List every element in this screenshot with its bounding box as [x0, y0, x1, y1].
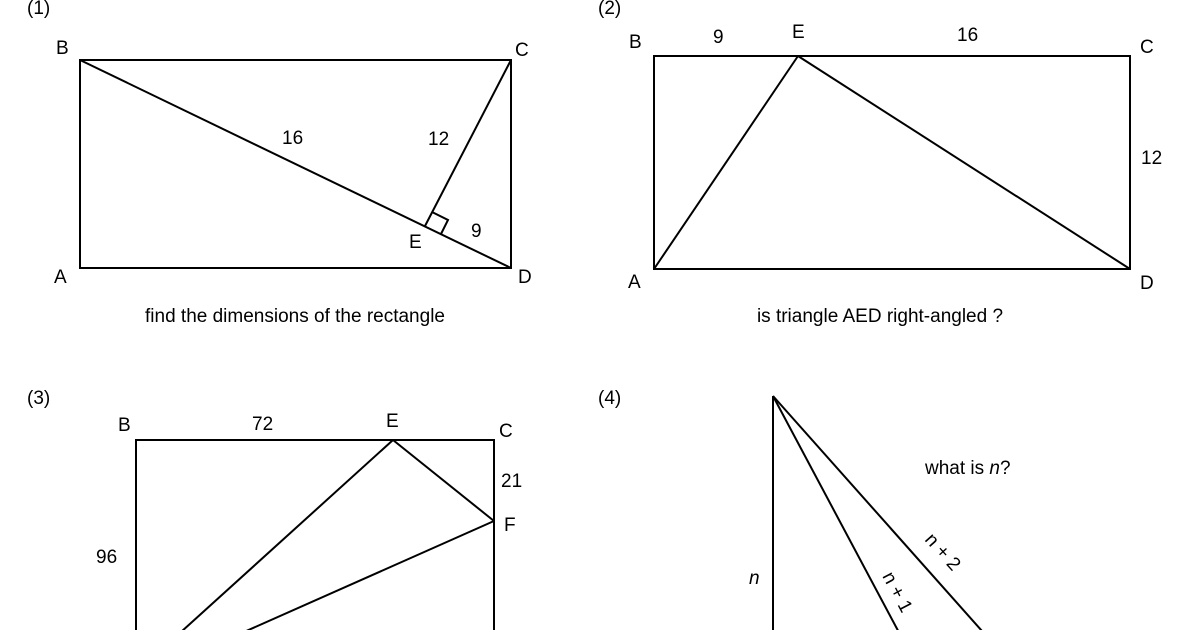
label-c: C: [515, 40, 529, 61]
label-e: E: [409, 232, 422, 253]
label-f: F: [504, 515, 516, 536]
diagonal-bd: [79, 59, 512, 269]
label-d: D: [518, 267, 532, 288]
rectangle-abcd: [79, 59, 512, 269]
segment-ef: [392, 439, 495, 522]
caption: find the dimensions of the rectangle: [145, 306, 445, 327]
label-c: C: [499, 421, 513, 442]
length-ed: 9: [471, 221, 482, 242]
length-middle: n + 1: [878, 568, 917, 616]
middle-hypotenuse: [772, 395, 899, 630]
segment-e-fold: [181, 439, 394, 630]
length-be: 16: [282, 128, 303, 149]
length-ec: 16: [957, 25, 978, 46]
question: what is n?: [924, 458, 1011, 479]
rectangle-outline: [135, 439, 495, 630]
label-b: B: [629, 32, 642, 53]
problem-number: (1): [27, 0, 50, 19]
length-be: 9: [713, 27, 724, 48]
label-c: C: [1140, 37, 1154, 58]
label-b: B: [56, 38, 69, 59]
label-e: E: [792, 22, 805, 43]
right-angle-mark: [431, 211, 450, 235]
problem-3: (3) B 72 E C 21 F 96: [27, 388, 522, 630]
length-cd: 12: [1141, 148, 1162, 169]
label-a: A: [628, 272, 641, 293]
problem-2: (2) B 9 E 16 C 12 A D is triangle AED ri…: [598, 0, 1162, 327]
length-vertical: n: [749, 568, 760, 589]
problem-number: (2): [598, 0, 621, 19]
length-ce: 12: [428, 129, 449, 150]
rectangle-abcd: [653, 55, 1131, 270]
caption: is triangle AED right-angled ?: [757, 306, 1003, 327]
segment-ce: [424, 59, 512, 227]
segment-f-fold: [246, 520, 495, 630]
length-be: 72: [252, 414, 273, 435]
length-ab: 96: [96, 547, 117, 568]
label-a: A: [54, 267, 67, 288]
label-d: D: [1140, 273, 1154, 294]
problem-4: (4) what is n? n n + 1 n + 2: [598, 388, 1011, 630]
label-b: B: [118, 415, 131, 436]
segment-ae: [653, 55, 799, 270]
problem-number: (3): [27, 388, 50, 409]
length-cf: 21: [501, 471, 522, 492]
outer-hypotenuse: [772, 395, 983, 630]
segment-ed: [797, 55, 1131, 270]
problem-number: (4): [598, 388, 621, 409]
label-e: E: [386, 411, 399, 432]
problem-1: (1) B C A D E 16 12 9 find the dimension…: [27, 0, 532, 327]
